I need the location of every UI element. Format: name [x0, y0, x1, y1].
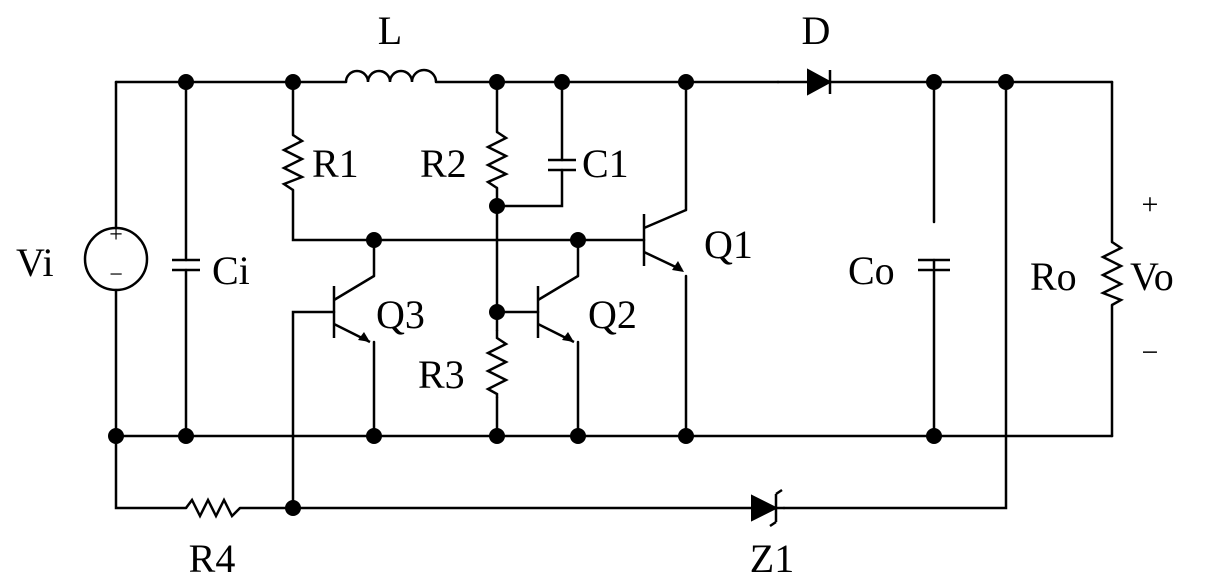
- resistor-R2: [488, 132, 506, 188]
- vi-minus-sign: −: [109, 262, 123, 288]
- resistor-R4: [186, 500, 240, 516]
- label-R4: R4: [189, 536, 236, 581]
- label-R2: R2: [420, 141, 467, 186]
- resistor-R3: [488, 330, 506, 398]
- junction-dot: [366, 428, 382, 444]
- junction-dot: [570, 428, 586, 444]
- wire-z1-right: [784, 82, 1006, 508]
- junction-dot: [489, 304, 505, 320]
- junction-dot: [998, 74, 1014, 90]
- wire-r1-bottom: [293, 190, 644, 240]
- diode-D: [778, 70, 830, 94]
- label-Q1: Q1: [704, 222, 753, 267]
- junction-dot: [926, 428, 942, 444]
- label-Q3: Q3: [376, 292, 425, 337]
- resistor-Ro: [1103, 242, 1121, 305]
- label-D: D: [802, 8, 831, 53]
- wire-vi-bottom: [116, 290, 186, 508]
- junction-dot: [489, 74, 505, 90]
- label-Co: Co: [848, 248, 895, 293]
- junction-dot: [108, 428, 124, 444]
- label-Q2: Q2: [588, 292, 637, 337]
- label-Vi: Vi: [16, 240, 54, 285]
- transistor-Q2: [538, 276, 578, 342]
- junction-dot: [926, 74, 942, 90]
- resistor-R1: [284, 135, 302, 190]
- junction-dot: [489, 198, 505, 214]
- label-C1: C1: [582, 141, 629, 186]
- label-R3: R3: [418, 352, 465, 397]
- inductor-L: [346, 70, 436, 82]
- capacitor-C1: [548, 160, 576, 170]
- junction-dot: [285, 500, 301, 516]
- label-Ro: Ro: [1030, 254, 1077, 299]
- junction-dot: [285, 74, 301, 90]
- wire-c1-bottom: [497, 170, 562, 206]
- junction-dot: [554, 74, 570, 90]
- vi-plus-sign: +: [109, 222, 123, 248]
- label-Vo: Vo: [1130, 254, 1174, 299]
- capacitor-Ci: [172, 260, 200, 270]
- voltage-source-Vi: + −: [85, 222, 147, 290]
- transistor-Q1: [644, 210, 686, 272]
- label-R1: R1: [312, 141, 359, 186]
- vo-plus-sign: +: [1142, 188, 1159, 221]
- wire-q3-base: [293, 312, 334, 508]
- junction-dot: [178, 428, 194, 444]
- junction-dot: [678, 428, 694, 444]
- junction-dot: [570, 232, 586, 248]
- junction-dot: [178, 74, 194, 90]
- label-Ci: Ci: [212, 248, 250, 293]
- junction-dot: [366, 232, 382, 248]
- zener-Z1: [752, 490, 784, 526]
- junction-dot: [489, 428, 505, 444]
- vo-minus-sign: −: [1142, 336, 1159, 369]
- junction-dot: [678, 74, 694, 90]
- label-L: L: [378, 8, 402, 53]
- transistor-Q3: [334, 276, 374, 342]
- label-Z1: Z1: [750, 536, 794, 581]
